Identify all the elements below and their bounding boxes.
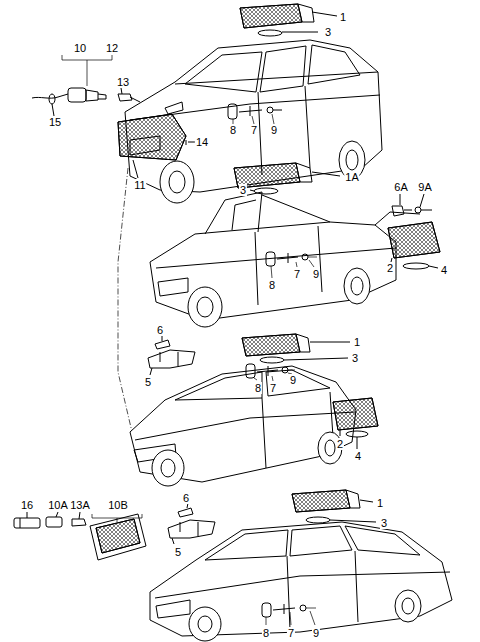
callout-number: 16 [20, 499, 34, 511]
callout-number: 1 [353, 336, 361, 348]
callout-number: 9 [270, 124, 278, 136]
callout-number: 9 [312, 627, 320, 639]
callout-number: 10A [47, 499, 69, 511]
callout-number: 7 [293, 268, 301, 280]
callout-number: 5 [174, 546, 182, 558]
callout-number: 9 [289, 374, 297, 386]
callout-number: 13A [69, 499, 91, 511]
callout-number: 6A [393, 181, 408, 193]
callout-number: 1 [339, 11, 347, 23]
car-sedan [150, 522, 452, 641]
callout-number: 10 [73, 42, 87, 54]
callout-number: 8 [262, 627, 270, 639]
callout-number: 7 [269, 382, 277, 394]
callout-number: 10B [107, 499, 129, 511]
callout-number: 6 [182, 492, 190, 504]
callout-number: 6 [156, 324, 164, 336]
callout-number: 5 [144, 376, 152, 388]
callout-number: 8 [229, 124, 237, 136]
car-cabriolet [150, 192, 420, 327]
callout-number: 7 [250, 124, 258, 136]
callout-number: 4 [440, 264, 448, 276]
callout-number: 3 [239, 184, 247, 196]
callout-number: 1 [376, 497, 384, 509]
callout-number: 4 [354, 450, 362, 462]
callout-number: 3 [324, 26, 332, 38]
callout-number: 15 [48, 116, 62, 128]
callout-number: 11 [133, 179, 146, 191]
callout-number: 8 [268, 279, 276, 291]
callout-number: 2 [386, 262, 394, 274]
callout-number: 9A [417, 181, 432, 193]
callout-number: 9 [312, 268, 320, 280]
callout-number: 12 [105, 42, 119, 54]
callout-number: 7 [287, 627, 295, 639]
callout-number: 1A [344, 171, 359, 183]
callout-number: 14 [195, 136, 209, 148]
callout-number: 8 [254, 382, 262, 394]
callout-number: 13 [116, 76, 130, 88]
callout-number: 2 [336, 438, 344, 450]
callout-number: 3 [351, 352, 359, 364]
callout-number: 3 [380, 517, 388, 529]
car-coupe [130, 366, 356, 486]
